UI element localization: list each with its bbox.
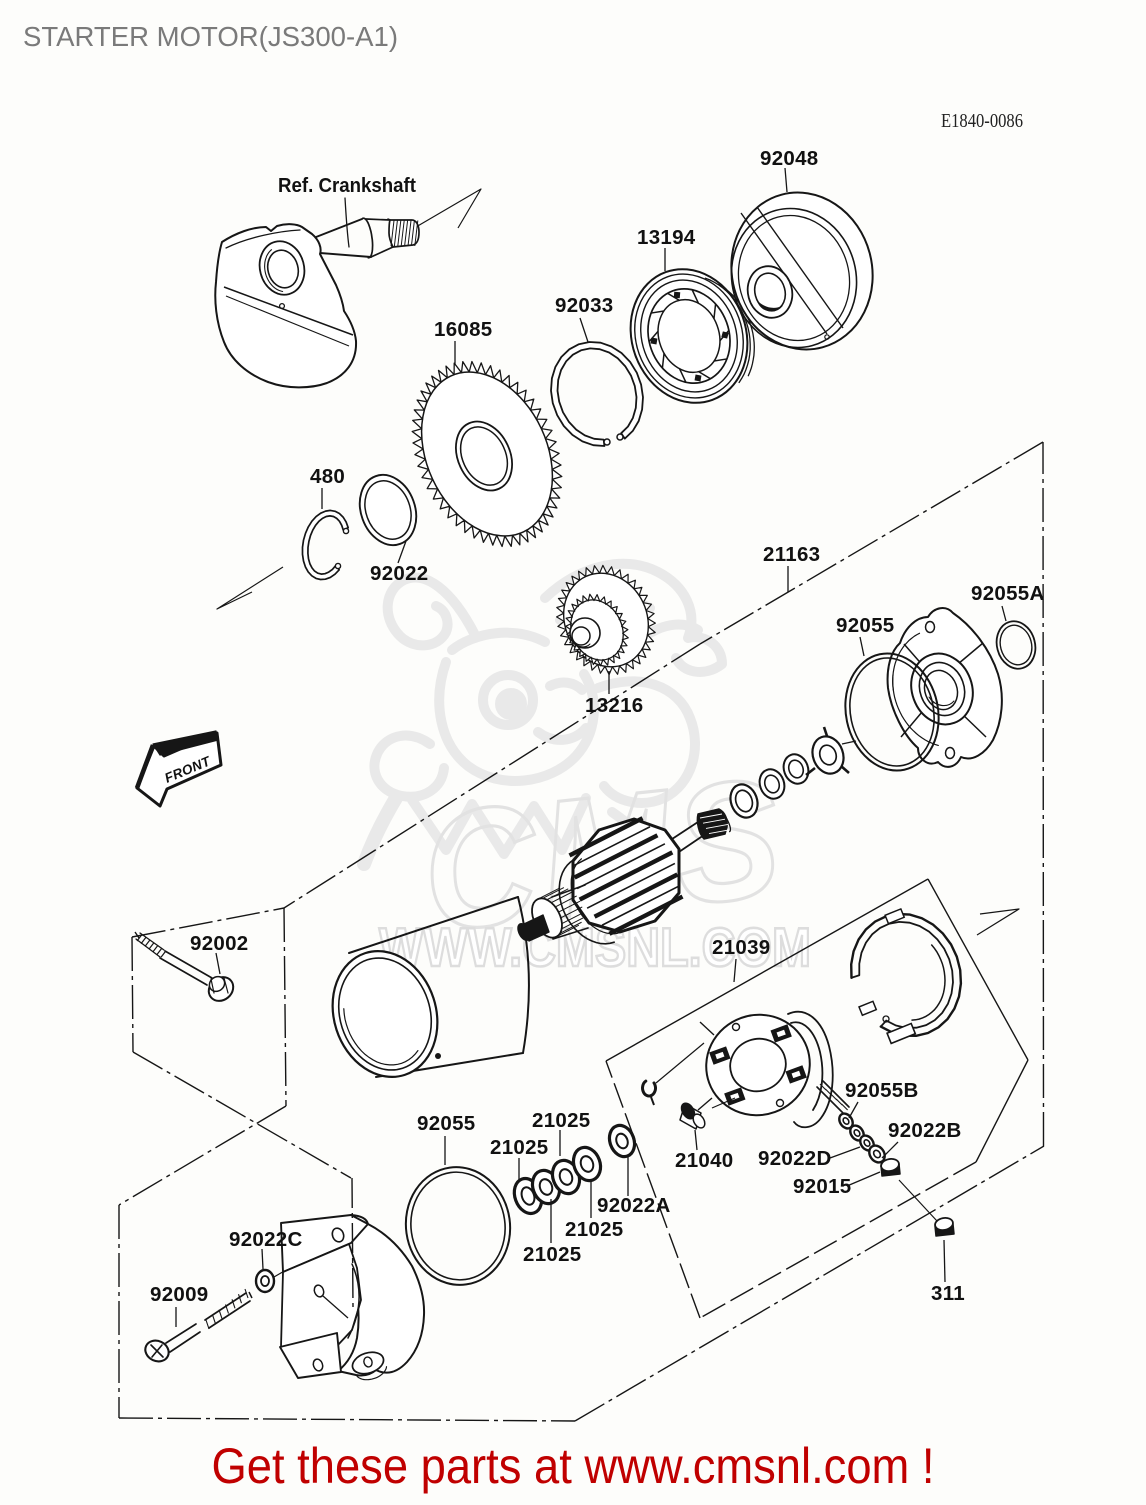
svg-text:311: 311 bbox=[931, 1282, 965, 1305]
svg-text:Ref. Crankshaft: Ref. Crankshaft bbox=[278, 174, 416, 197]
svg-text:21025: 21025 bbox=[532, 1109, 591, 1132]
svg-text:16085: 16085 bbox=[434, 318, 493, 341]
svg-text:92009: 92009 bbox=[150, 1283, 209, 1306]
svg-text:WWW.CMSNL.COM: WWW.CMSNL.COM bbox=[379, 916, 811, 978]
svg-text:13194: 13194 bbox=[637, 226, 696, 249]
svg-text:Get these parts at www.cmsnl.c: Get these parts at www.cmsnl.com ! bbox=[212, 1438, 935, 1494]
svg-text:21040: 21040 bbox=[675, 1149, 734, 1172]
svg-text:480: 480 bbox=[310, 465, 345, 488]
svg-text:21025: 21025 bbox=[523, 1243, 582, 1266]
svg-text:21039: 21039 bbox=[712, 936, 771, 959]
svg-text:21025: 21025 bbox=[565, 1218, 624, 1241]
svg-text:92022B: 92022B bbox=[888, 1119, 962, 1142]
svg-text:92022A: 92022A bbox=[597, 1194, 671, 1217]
svg-text:92055B: 92055B bbox=[845, 1079, 919, 1102]
svg-text:92048: 92048 bbox=[760, 147, 819, 170]
svg-text:92022: 92022 bbox=[370, 562, 429, 585]
svg-text:92002: 92002 bbox=[190, 932, 249, 955]
svg-text:92022D: 92022D bbox=[758, 1147, 832, 1170]
svg-text:92055: 92055 bbox=[836, 614, 895, 637]
svg-text:21163: 21163 bbox=[763, 543, 820, 566]
svg-text:92055A: 92055A bbox=[971, 582, 1045, 605]
svg-text:92015: 92015 bbox=[793, 1175, 852, 1198]
svg-text:13216: 13216 bbox=[585, 694, 644, 717]
svg-text:92033: 92033 bbox=[555, 294, 614, 317]
svg-text:STARTER MOTOR(JS300-A1): STARTER MOTOR(JS300-A1) bbox=[23, 21, 398, 52]
svg-text:21025: 21025 bbox=[490, 1136, 549, 1159]
svg-text:92022C: 92022C bbox=[229, 1228, 303, 1251]
svg-text:E1840-0086: E1840-0086 bbox=[941, 110, 1023, 132]
svg-text:92055: 92055 bbox=[417, 1112, 476, 1135]
